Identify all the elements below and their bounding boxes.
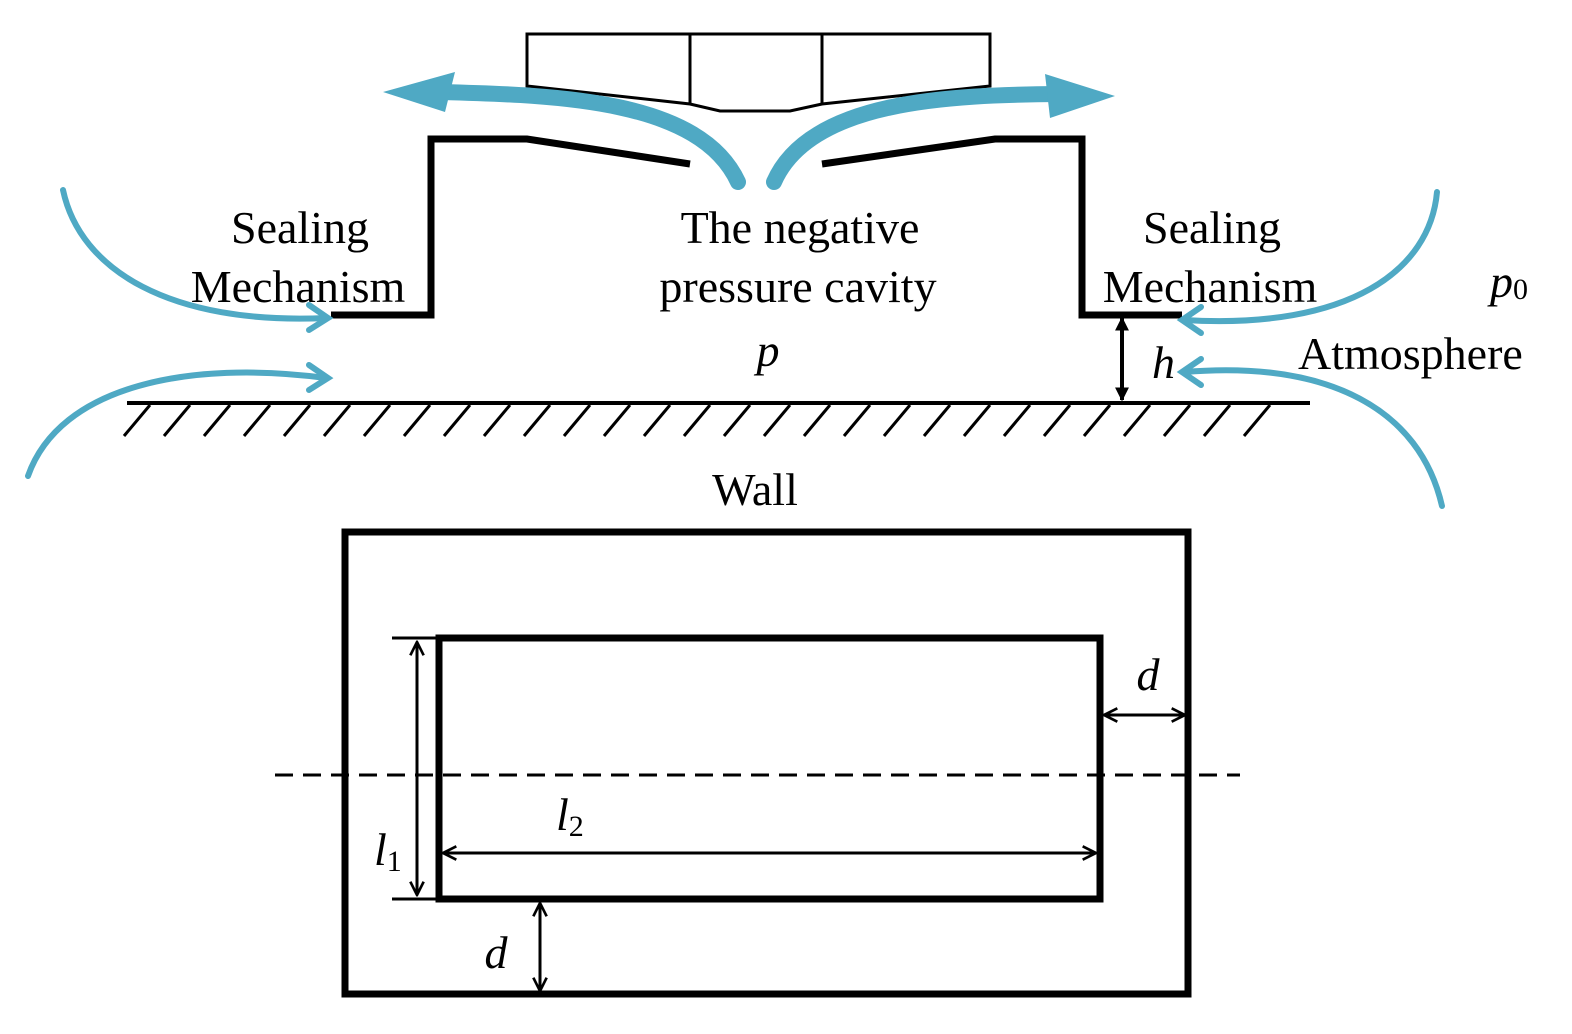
d-bottom-label: d	[485, 927, 509, 978]
sealing-right-label-1: Sealing	[1143, 202, 1281, 253]
hatch-line	[1162, 404, 1192, 437]
hatch-line	[522, 404, 552, 437]
hatch-line	[1042, 404, 1072, 437]
l1-label: l1	[374, 824, 402, 878]
hatch-line	[1082, 404, 1112, 437]
sealing-left-label-2: Mechanism	[191, 261, 406, 312]
hatch-line	[882, 404, 912, 437]
outer-seal-rect	[341, 528, 1192, 998]
pressure-p-label: p	[754, 325, 780, 376]
wall-hatching	[122, 404, 1272, 437]
cavity-label-2: pressure cavity	[659, 261, 936, 312]
cavity-label-1: The negative	[681, 202, 920, 253]
top-view: d d l1 l2	[275, 528, 1240, 998]
wall-label: Wall	[712, 464, 798, 515]
hatch-line	[122, 404, 152, 437]
sealing-left-label-1: Sealing	[231, 202, 369, 253]
d-right-label: d	[1137, 649, 1161, 700]
hatch-line	[602, 404, 632, 437]
hatch-line	[962, 404, 992, 437]
hatch-line	[282, 404, 312, 437]
hatch-line	[922, 404, 952, 437]
hatch-line	[442, 404, 472, 437]
cavity-body	[331, 135, 1182, 319]
inflow-right	[1176, 189, 1445, 509]
atmosphere-label: Atmosphere	[1298, 328, 1523, 379]
hatch-line	[802, 404, 832, 437]
hatch-line	[762, 404, 792, 437]
fan-housing	[525, 32, 992, 113]
hatch-line	[1202, 404, 1232, 437]
hatch-line	[242, 404, 272, 437]
sealing-right-label-2: Mechanism	[1103, 261, 1318, 312]
inner-cavity-rect	[435, 634, 1104, 903]
hatch-line	[362, 404, 392, 437]
hatch-line	[682, 404, 712, 437]
exhaust-flow-left	[383, 72, 746, 190]
hatch-line	[722, 404, 752, 437]
hatch-line	[322, 404, 352, 437]
exhaust-flow-right	[766, 74, 1115, 190]
exhaust-left-arrowhead-icon	[383, 72, 455, 112]
hatch-line	[842, 404, 872, 437]
hatch-line	[402, 404, 432, 437]
hatch-line	[1002, 404, 1032, 437]
hatch-line	[1242, 404, 1272, 437]
gap-h-label: h	[1152, 337, 1175, 388]
p0-label: p0	[1487, 256, 1528, 307]
hatch-line	[482, 404, 512, 437]
l2-label: l2	[556, 789, 584, 843]
exhaust-right-arrowhead-icon	[1045, 74, 1115, 118]
hatch-line	[562, 404, 592, 437]
hatch-line	[202, 404, 232, 437]
hatch-line	[162, 404, 192, 437]
hatch-line	[642, 404, 672, 437]
inflow-left	[25, 187, 334, 479]
wall-ground	[122, 401, 1310, 437]
hatch-line	[1122, 404, 1152, 437]
